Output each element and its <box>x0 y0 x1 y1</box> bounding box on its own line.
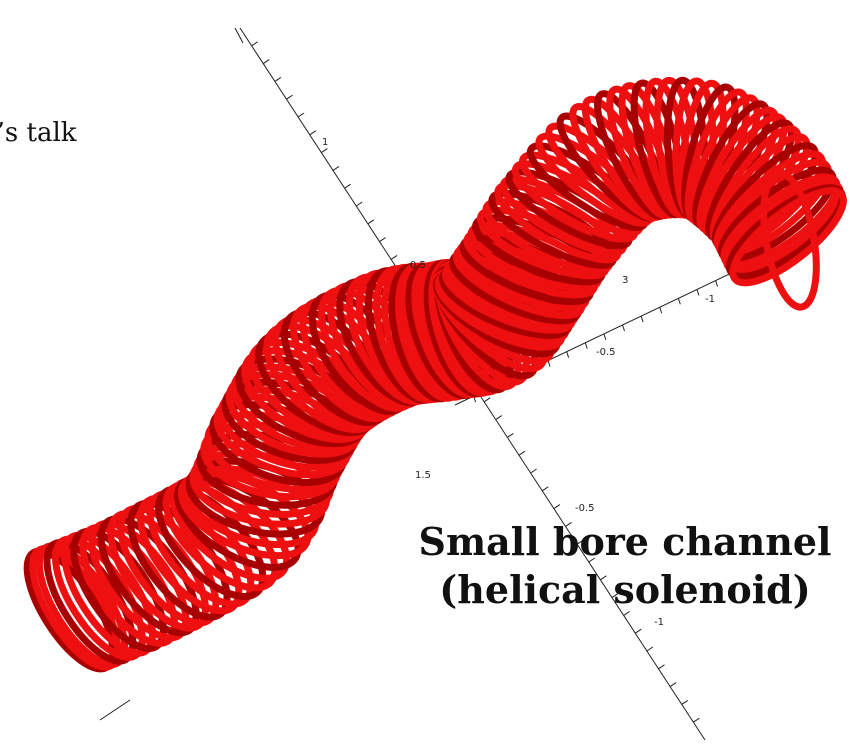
axis-tick <box>531 469 537 473</box>
axis-tick <box>604 334 606 340</box>
axis-tick <box>678 298 680 304</box>
tick-label-3: 3 <box>622 275 628 286</box>
axis-tick <box>368 220 374 224</box>
axis-tick <box>519 451 525 455</box>
axis-tick <box>356 202 362 206</box>
tick-label-neg1-top: -1 <box>705 294 715 305</box>
axis-tick <box>585 343 587 349</box>
axis-tick <box>659 665 665 669</box>
axis-tick <box>542 487 548 491</box>
axis-tick <box>252 42 258 46</box>
axis-tick <box>670 683 676 687</box>
tick-label-0-5: 0.5 <box>410 260 426 271</box>
axis-tick <box>380 238 386 242</box>
tick-label-1: 1 <box>322 137 328 148</box>
axis-tick <box>507 433 513 437</box>
axis-tick <box>275 77 281 81</box>
tick-label-neg1-low: -1 <box>654 617 664 628</box>
axis-tick <box>554 505 560 509</box>
axis-tick <box>635 629 641 633</box>
axis-tick <box>647 647 653 651</box>
axis-tick <box>345 184 351 188</box>
tick-label-neg0-5-mid: -0.5 <box>596 347 616 358</box>
axis-tick <box>484 398 490 402</box>
axis-tick <box>697 289 699 295</box>
axis-tick <box>623 325 625 331</box>
tick-label-1-5: 1.5 <box>415 470 431 481</box>
figure-title: Small bore channel (helical solenoid) <box>390 518 850 614</box>
title-line-1: Small bore channel <box>390 518 850 566</box>
axis-tick <box>333 166 339 170</box>
title-line-2: (helical solenoid) <box>390 566 850 614</box>
axis-tick <box>641 316 643 322</box>
axis-tick <box>287 95 293 99</box>
axis-tick <box>263 60 269 64</box>
axis-tick <box>298 113 304 117</box>
axis-tick <box>496 416 502 420</box>
axis-tick <box>660 307 662 313</box>
axis-tick <box>310 131 316 135</box>
tick-label-neg0-5-low: -0.5 <box>575 503 595 514</box>
axis-tick <box>682 700 688 704</box>
axis-tick <box>693 718 699 722</box>
axis-tick <box>321 149 327 153</box>
axis-arrow-bottom <box>100 700 130 720</box>
axis-tick <box>391 255 397 259</box>
axis-tick <box>716 281 718 287</box>
axis-tick <box>567 352 569 358</box>
